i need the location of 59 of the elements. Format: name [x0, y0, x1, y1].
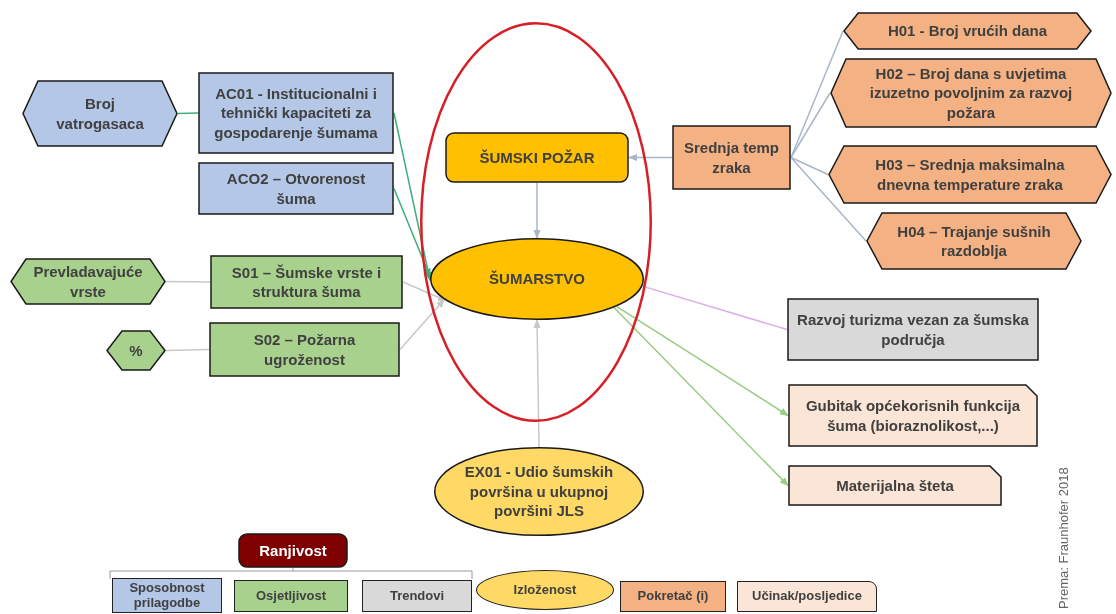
node-text: S02 – Požarna ugroženost: [252, 330, 357, 369]
legend-text: Pokretač (i): [637, 589, 709, 604]
legend-text: Trendovi: [389, 588, 445, 604]
indicator-box: [672, 125, 791, 190]
connector-line: [177, 112, 199, 115]
indicator-hexagon: [843, 12, 1092, 50]
ellipse-node: [434, 447, 644, 536]
indicator-hexagon: [866, 212, 1082, 270]
node-text: H04 – Trajanje sušnih razdoblja: [896, 221, 1052, 261]
ellipse-node: [430, 238, 644, 320]
indicator-box: [210, 255, 403, 309]
arrow: [399, 298, 446, 351]
node-text: Materijalna šteta: [835, 475, 955, 496]
node-text: Prevladavajuće vrste: [32, 262, 144, 301]
node-text: Broj vatrogasaca: [55, 94, 145, 133]
connector-line: [790, 92, 831, 159]
boundary-ellipse: [420, 22, 652, 422]
node-text: ACO2 – Otvorenost šuma: [225, 169, 367, 208]
indicator-box: [198, 72, 394, 154]
indicator-hexagon: [830, 58, 1112, 128]
node-text: Gubitak općekorisnih funkcija šuma (bioraznolikost,...): [804, 396, 1022, 435]
rounded-box: [238, 533, 348, 568]
legend-text: Izloženost: [513, 582, 577, 598]
indicator-box: [787, 298, 1039, 361]
indicator-box: [209, 322, 400, 377]
node-text: Srednja temp zraka: [683, 138, 780, 177]
node-text: Razvoj turizma vezan za šumska područja: [796, 310, 1030, 349]
arrow: [533, 319, 541, 448]
connector-line: [165, 280, 211, 283]
node-text: ŠUMSKI POŽAR: [478, 147, 596, 168]
rounded-box: [445, 132, 629, 183]
legend-text: Osjetljivost: [255, 588, 327, 604]
legend-text: Učinak/posljedice: [752, 589, 862, 604]
source-note: Prema: Fraunhofer 2018: [1056, 467, 1071, 609]
indicator-hexagon: [106, 330, 166, 371]
arrow: [402, 281, 448, 302]
node-text: H02 – Broj dana s uvjetima izuzetno povoljnim za razvoj požara: [868, 63, 1074, 123]
connector-line: [790, 156, 829, 176]
node-text: H03 – Srednja maksimalna dnevna temperature zraka: [874, 155, 1066, 194]
legend-text: Sposobnost prilagodbe: [128, 581, 206, 610]
indicator-hexagon: [22, 80, 178, 147]
arrow: [615, 305, 789, 417]
indicator-hexagon: [10, 258, 166, 305]
node-text: AC01 - Institucionalni i tehnički kapaciteti za gospodarenje šumama: [213, 83, 379, 143]
arrow: [533, 182, 541, 239]
connector-line: [790, 156, 867, 242]
impact-box: [788, 384, 1038, 447]
node-text: H01 - Broj vrućih dana: [886, 21, 1049, 41]
indicator-box: [198, 162, 394, 215]
node-text: EX01 - Udio šumskih površina u ukupnoj površini JLS: [463, 462, 615, 521]
node-text: %: [128, 340, 144, 361]
node-text: ŠUMARSTVO: [488, 269, 586, 289]
arrow: [628, 153, 673, 162]
node-text: Ranjivost: [258, 540, 328, 561]
indicator-hexagon: [828, 145, 1112, 204]
node-text: S01 – Šumske vrste i struktura šuma: [230, 262, 383, 302]
impact-box: [788, 465, 1002, 506]
connector-line: [165, 348, 210, 352]
arrow: [613, 306, 789, 487]
